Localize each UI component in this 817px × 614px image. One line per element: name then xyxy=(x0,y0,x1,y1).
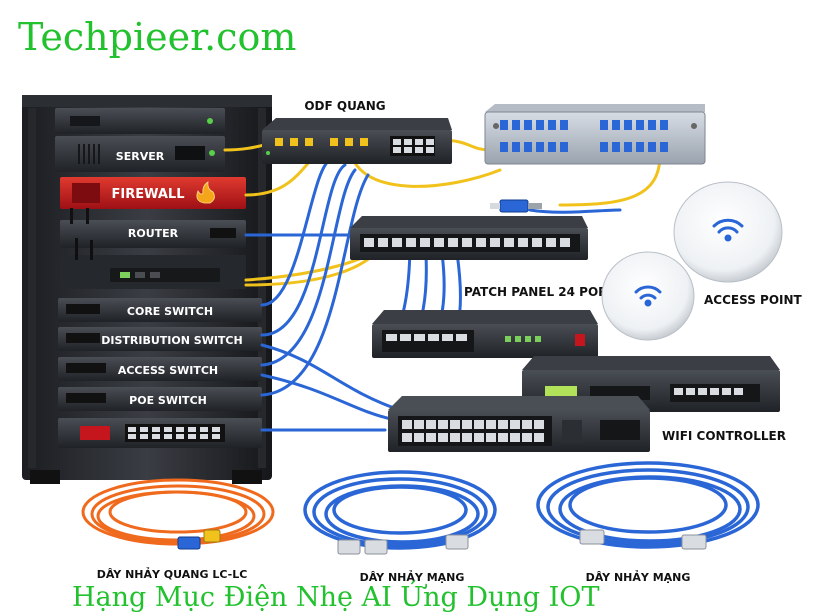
rack-unit-access-switch: ACCESS SWITCH xyxy=(58,357,262,381)
wifi-icon xyxy=(634,285,662,307)
fiber-cord-label: DÂY NHẢY QUANG LC-LC xyxy=(97,567,248,581)
access-point-label: ACCESS POINT xyxy=(704,293,803,307)
vent-grille xyxy=(78,144,100,164)
wifi-controller-label: WIFI CONTROLLER xyxy=(662,429,786,443)
network-cord-label-2: DÂY NHẢY MẠNG xyxy=(586,570,691,584)
rack-label-firewall: FIREWALL xyxy=(112,187,185,202)
rack-unit-core-switch: CORE SWITCH xyxy=(58,298,262,322)
rack-unit-server: SERVER xyxy=(55,108,225,172)
network-cord-label-1: DÂY NHẢY MẠNG xyxy=(360,570,465,584)
rack-unit-router: ROUTER xyxy=(60,208,246,248)
rack-label-distribution-switch: DISTRIBUTION SWITCH xyxy=(101,334,242,347)
access-point-small xyxy=(601,251,695,341)
odf-unit: ODF QUANG xyxy=(262,99,452,164)
rack-label-poe-switch: POE SWITCH xyxy=(129,394,207,407)
footer-caption: Hạng Mục Điện Nhẹ AI Ứng Dụng IOT xyxy=(72,579,599,613)
flame-icon xyxy=(196,181,215,204)
patch-panel-24-port: PATCH PANEL 24 PORT xyxy=(350,216,616,299)
network-cable-coil-2 xyxy=(536,461,760,550)
access-switch-device xyxy=(388,396,650,452)
wifi-icon xyxy=(712,218,744,242)
network-cable-coil-1 xyxy=(303,470,497,555)
rack-unit-modem xyxy=(60,238,246,289)
rack-unit-poe-switch: POE SWITCH xyxy=(58,387,262,411)
server-rack: SERVER FIREWALL ROUTER xyxy=(22,95,272,484)
rack-unit-firewall: FIREWALL xyxy=(60,177,246,209)
rack-label-router: ROUTER xyxy=(128,227,179,240)
rack-unit-distribution-switch: DISTRIBUTION SWITCH xyxy=(58,327,262,351)
rack-unit-patch-ports xyxy=(58,418,262,448)
fiber-connector-icon xyxy=(490,199,542,213)
rack-label-core-switch: CORE SWITCH xyxy=(127,305,213,318)
patch-panel-label: PATCH PANEL 24 PORT xyxy=(464,285,616,299)
rack-label-access-switch: ACCESS SWITCH xyxy=(118,364,218,377)
fiber-patch-cord-coil xyxy=(81,478,275,550)
fiber-patch-panel xyxy=(484,104,706,165)
access-point-large xyxy=(673,181,783,283)
rack-label-server: SERVER xyxy=(116,150,165,163)
odf-label: ODF QUANG xyxy=(304,99,385,113)
site-title: Techpieer.com xyxy=(18,15,296,59)
distribution-switch-device xyxy=(372,310,598,358)
